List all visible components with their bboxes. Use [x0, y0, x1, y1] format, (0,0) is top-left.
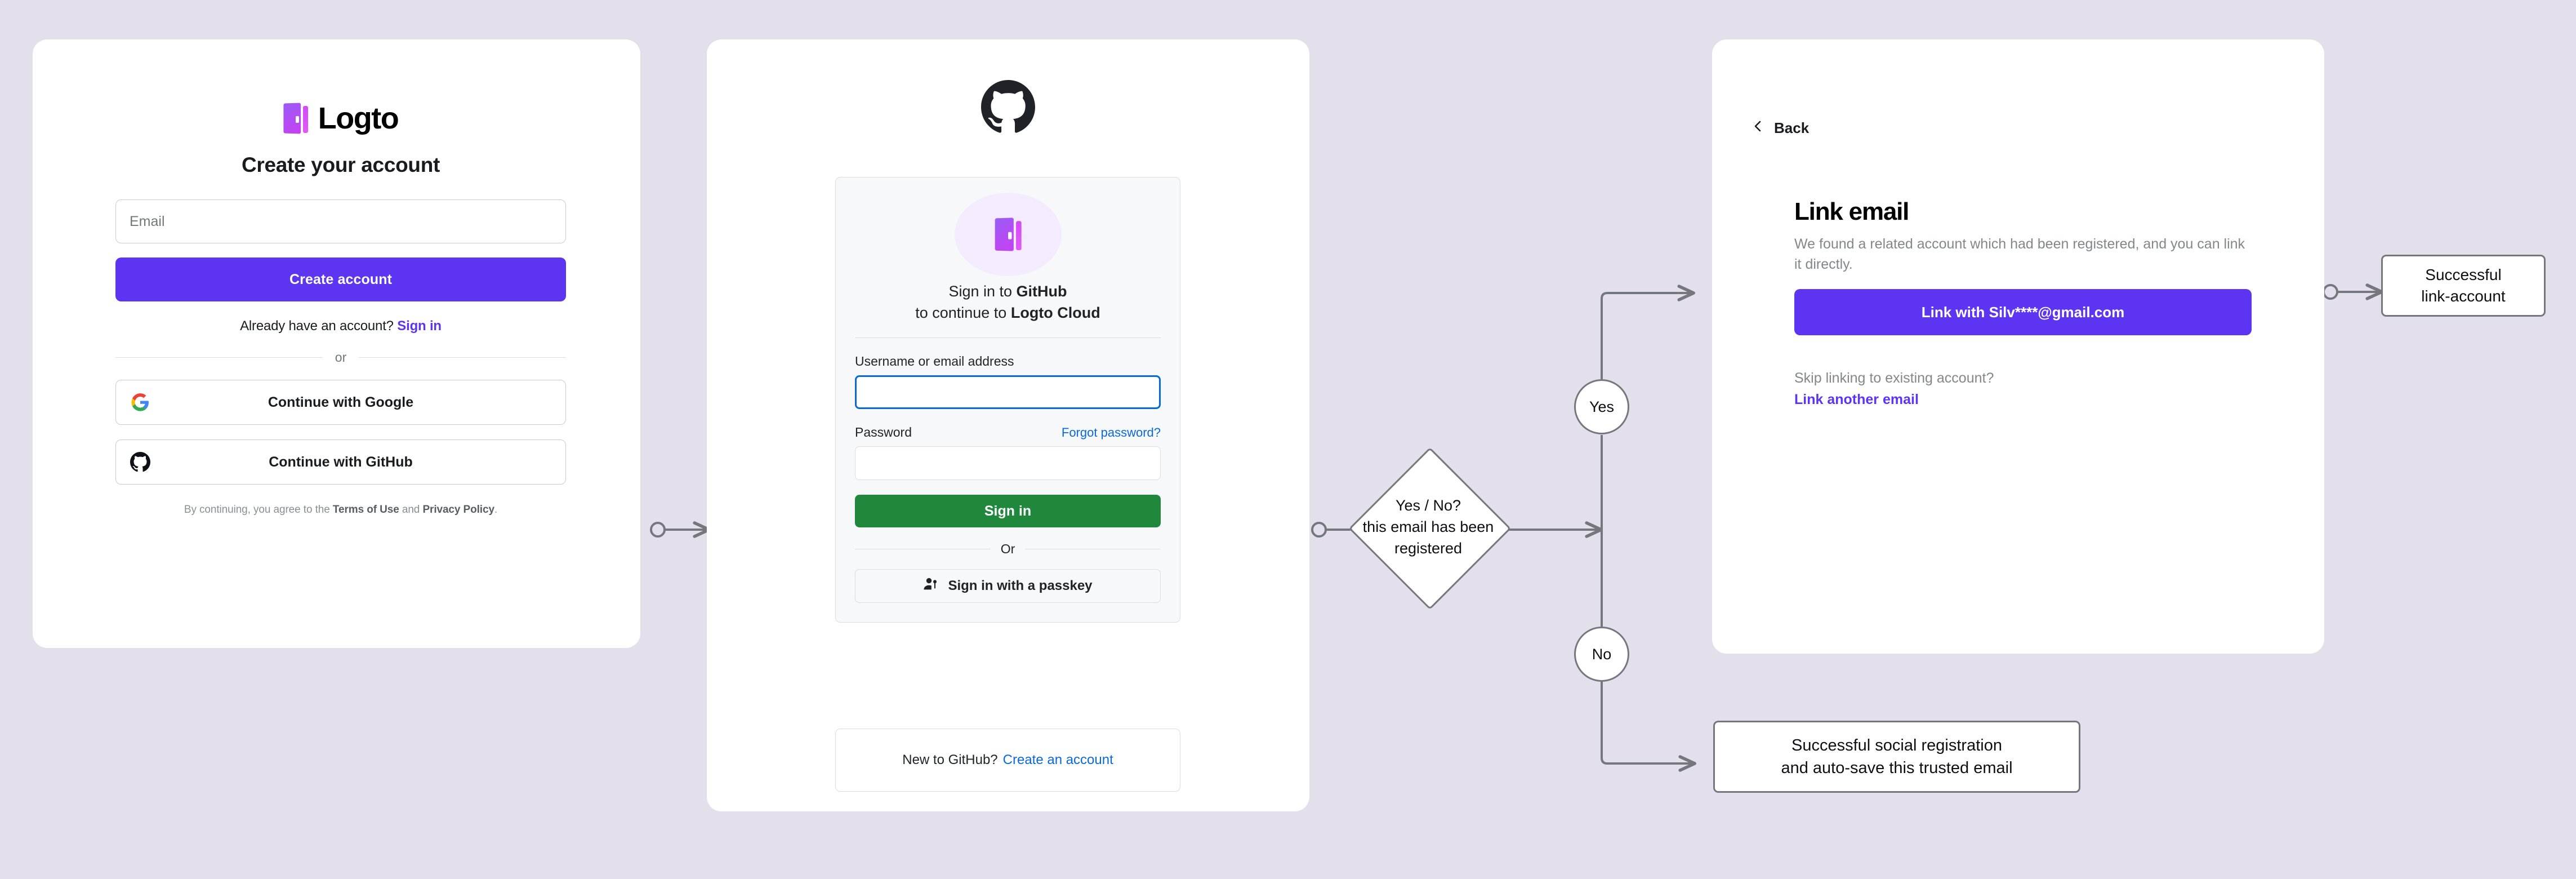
- github-or-divider: Or: [855, 541, 1161, 557]
- terms-notice: By continuing, you agree to the Terms of…: [115, 504, 566, 516]
- skip-linking-label: Skip linking to existing account?: [1794, 370, 1994, 387]
- github-signin-card: Sign in to GitHub to continue to Logto C…: [707, 39, 1309, 811]
- new-to-github-label: New to GitHub?: [902, 752, 998, 767]
- github-signin-form: Sign in to GitHub to continue to Logto C…: [835, 177, 1180, 623]
- decision-label: Yes / No? this email has been registered: [1362, 496, 1494, 557]
- back-label: Back: [1774, 119, 1810, 136]
- terms-and: and: [399, 504, 423, 516]
- privacy-policy-link[interactable]: Privacy Policy: [422, 504, 494, 516]
- password-input[interactable]: [855, 446, 1161, 481]
- github-sign-in-button[interactable]: Sign in: [855, 495, 1161, 528]
- passkey-signin-label: Sign in with a passkey: [948, 578, 1093, 594]
- no-branch-node: No: [1574, 627, 1629, 682]
- username-input[interactable]: [855, 375, 1161, 410]
- link-email-title: Link email: [1794, 198, 1909, 225]
- terms-suffix: .: [494, 504, 498, 516]
- yes-branch-node: Yes: [1574, 379, 1629, 434]
- google-icon: [130, 392, 151, 413]
- passkey-signin-button[interactable]: Sign in with a passkey: [855, 569, 1161, 603]
- successful-link-account-box: Successful link-account: [2381, 255, 2546, 317]
- passkey-person-key-icon: [923, 576, 939, 596]
- continue-with-google-label: Continue with Google: [268, 394, 414, 410]
- continue-heading-app: Logto Cloud: [1010, 304, 1100, 322]
- continue-with-github-label: Continue with GitHub: [269, 454, 413, 470]
- successful-social-registration-box: Successful social registration and auto-…: [1713, 721, 2080, 793]
- link-with-email-button[interactable]: Link with Silv****@gmail.com: [1794, 289, 2252, 336]
- back-button[interactable]: Back: [1751, 119, 1809, 137]
- divider-label: or: [335, 350, 347, 365]
- password-label: Password: [855, 425, 912, 440]
- divider-line-left: [115, 357, 323, 358]
- continue-with-github-button[interactable]: Continue with GitHub: [115, 440, 566, 485]
- github-create-account-footer: New to GitHub? Create an account: [835, 729, 1180, 792]
- link-another-email-link[interactable]: Link another email: [1794, 392, 1919, 408]
- github-mark-icon: [981, 80, 1035, 134]
- signin-heading-prefix: Sign in to: [948, 283, 1017, 300]
- or-line-left: [855, 548, 991, 550]
- sign-in-link[interactable]: Sign in: [397, 318, 442, 334]
- username-label: Username or email address: [855, 354, 1014, 369]
- link-email-card: Back Link email We found a related accou…: [1712, 39, 2324, 654]
- form-divider: [855, 337, 1161, 339]
- create-an-account-link[interactable]: Create an account: [1002, 752, 1113, 767]
- email-input[interactable]: Email: [115, 199, 566, 243]
- terms-prefix: By continuing, you agree to the: [184, 504, 333, 516]
- or-line-right: [1025, 548, 1161, 550]
- app-logo-badge: [954, 193, 1062, 276]
- signin-heading: Sign in to GitHub to continue to Logto C…: [855, 281, 1161, 324]
- or-divider: or: [115, 350, 567, 365]
- logto-door-icon: [995, 217, 1022, 252]
- already-have-account-row: Already have an account? Sign in: [115, 318, 566, 334]
- create-account-button[interactable]: Create account: [115, 258, 566, 301]
- link-email-description: We found a related account which had bee…: [1794, 236, 2245, 272]
- github-icon: [130, 451, 151, 473]
- logto-door-icon: [283, 102, 308, 135]
- page-title: Create your account: [241, 153, 440, 176]
- decision-node: Yes / No? this email has been registered: [1348, 447, 1512, 610]
- logto-brand: Logto: [115, 98, 566, 139]
- terms-of-use-link[interactable]: Terms of Use: [332, 504, 399, 516]
- forgot-password-link[interactable]: Forgot password?: [1061, 425, 1161, 440]
- chevron-left-icon: [1751, 119, 1765, 137]
- password-label-row: Password Forgot password?: [855, 425, 1161, 440]
- or-label: Or: [1000, 541, 1015, 557]
- already-have-account-label: Already have an account?: [240, 318, 394, 334]
- continue-heading-prefix: to continue to: [915, 304, 1011, 322]
- logto-create-account-card: Logto Create your account Email Create a…: [33, 39, 640, 648]
- continue-with-google-button[interactable]: Continue with Google: [115, 380, 566, 425]
- logto-wordmark: Logto: [318, 101, 399, 135]
- divider-line-right: [359, 357, 567, 358]
- signin-heading-app: GitHub: [1016, 283, 1067, 300]
- email-placeholder: Email: [130, 213, 165, 229]
